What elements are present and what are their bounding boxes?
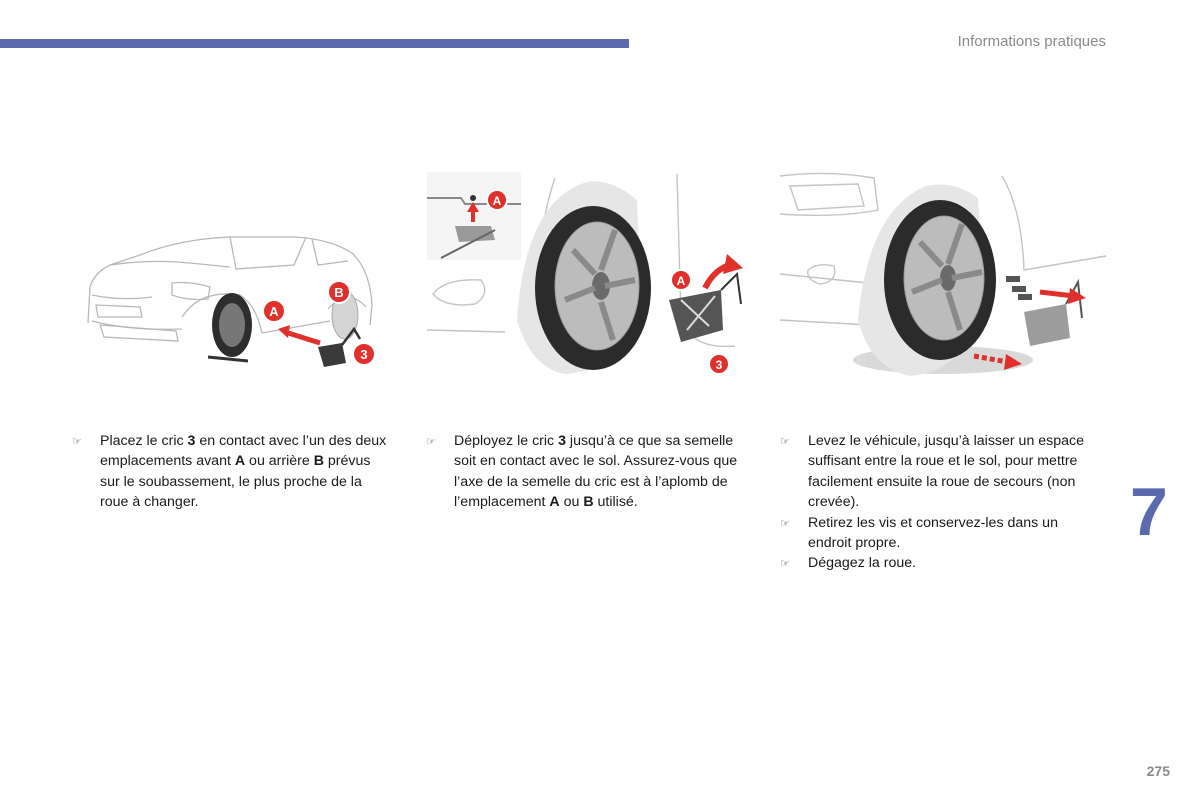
- instruction-step: ☞Retirez les vis et conservez-les dans u…: [780, 514, 1058, 552]
- wheel-bolts: [1006, 276, 1032, 300]
- svg-text:3: 3: [716, 358, 723, 372]
- page-number: 275: [1146, 763, 1170, 779]
- section-header-bar: [0, 39, 629, 48]
- jack-tool: [669, 271, 742, 342]
- marker-a: A: [262, 299, 286, 323]
- pointing-hand-icon: ☞: [780, 436, 790, 448]
- instruction-step: ☞Déployez le cric 3 jusqu’à ce que sa se…: [426, 433, 738, 511]
- jack-tool: [318, 326, 362, 367]
- section-title: Informations pratiques: [957, 33, 1106, 50]
- marker-3: 3: [352, 342, 376, 366]
- car-jack-points-illustration: A B 3: [87, 236, 376, 367]
- pointing-hand-icon: ☞: [72, 436, 82, 448]
- pointing-hand-icon: ☞: [780, 517, 790, 530]
- marker-a: A: [670, 269, 692, 291]
- wheel-out-arrow: [973, 353, 1009, 365]
- svg-text:B: B: [334, 285, 343, 300]
- svg-text:A: A: [493, 194, 502, 208]
- instructions-column-2: ☞Déployez le cric 3 jusqu’à ce que sa se…: [426, 431, 746, 513]
- instruction-step: ☞Placez le cric 3 en contact avec l’un d…: [72, 433, 387, 511]
- svg-text:3: 3: [360, 347, 367, 362]
- instruction-step: ☞Dégagez la roue.: [780, 553, 1100, 573]
- pointing-hand-icon: ☞: [426, 436, 436, 448]
- inset-jack-point-detail: A: [427, 172, 521, 260]
- instruction-step: ☞Levez le véhicule, jusqu’à laisser un e…: [780, 433, 1085, 511]
- svg-text:A: A: [677, 274, 686, 288]
- instructions-column-3: ☞Levez le véhicule, jusqu’à laisser un e…: [780, 431, 1100, 574]
- direction-arrow: [284, 329, 321, 346]
- bolt-arrow: [1039, 289, 1075, 299]
- wheel-removal-illustration: [779, 172, 1107, 376]
- svg-text:A: A: [269, 304, 279, 319]
- marker-3: 3: [708, 353, 730, 375]
- pointing-hand-icon: ☞: [780, 558, 790, 571]
- instructions-column-1: ☞Placez le cric 3 en contact avec l’un d…: [72, 431, 392, 513]
- marker-b: B: [327, 280, 351, 304]
- chapter-number: 7: [1130, 474, 1168, 550]
- jack-deployed-illustration: A A 3: [426, 172, 743, 375]
